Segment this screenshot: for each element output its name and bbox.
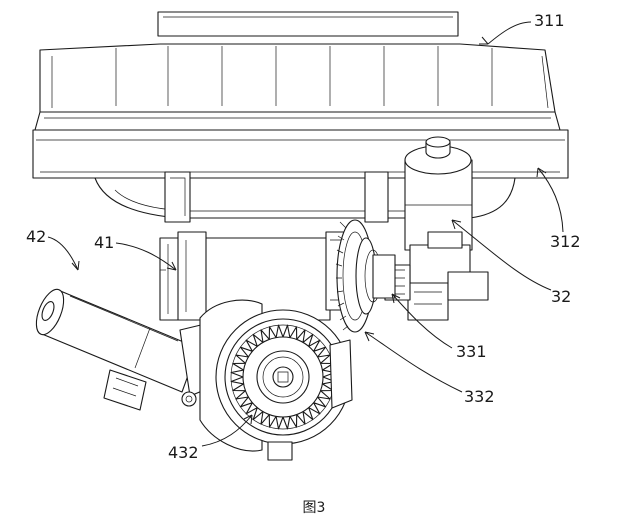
housing-bottom-312 — [32, 129, 569, 223]
label-41: 41 — [94, 233, 114, 252]
figure-caption: 图3 — [303, 500, 326, 516]
gear-teeth-332 — [335, 221, 349, 331]
label-332: 332 — [464, 387, 495, 406]
housing-top-311 — [34, 11, 561, 131]
label-331: 331 — [456, 342, 487, 361]
label-42: 42 — [26, 227, 46, 246]
label-311: 311 — [534, 11, 565, 30]
gear-wheel-432 — [199, 299, 353, 461]
label-312: 312 — [550, 232, 581, 251]
label-32: 32 — [551, 287, 571, 306]
leader-lines — [47, 21, 564, 447]
mount-bracket-41 — [159, 231, 331, 321]
gear-assembly-331 — [325, 219, 396, 333]
motor-32 — [384, 136, 489, 321]
label-432: 432 — [168, 443, 199, 462]
